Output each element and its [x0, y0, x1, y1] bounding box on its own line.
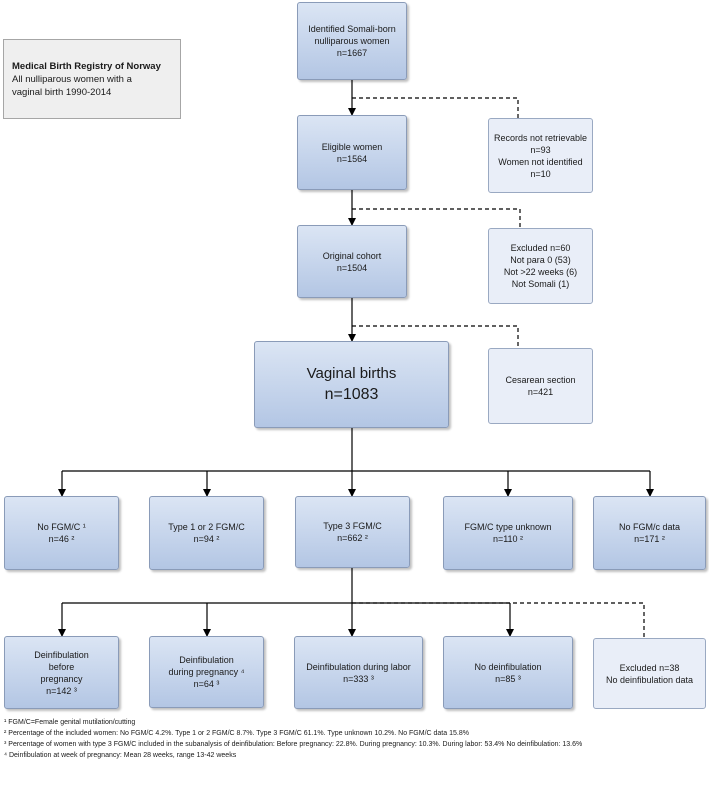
- node-cesarean: Cesarean section n=421: [488, 348, 593, 424]
- node-text: n=142 ³: [46, 685, 77, 696]
- node-text: Not para 0 (53): [510, 255, 571, 265]
- node-text: Excluded n=60: [510, 243, 571, 253]
- node-text: Excluded n=38: [619, 662, 680, 673]
- node-text: n=46 ²: [48, 534, 75, 544]
- node-during: Deinfibulation during pregnancy ⁴ n=64 ³: [149, 636, 264, 708]
- node-text: n=93: [530, 144, 551, 155]
- node-text: n=64 ³: [193, 679, 220, 689]
- registry-line: All nulliparous women with a: [12, 74, 132, 85]
- node-text: Type 3 FGM/C: [323, 521, 382, 531]
- node-text: Identified Somali-born: [308, 24, 396, 34]
- node-text: pregnancy: [40, 673, 83, 684]
- node-text: No deinfibulation data: [605, 674, 694, 685]
- node-unknown: FGM/C type unknown n=110 ²: [443, 496, 573, 570]
- node-identified: Identified Somali-born nulliparous women…: [297, 2, 407, 80]
- footnotes: ¹ FGM/C=Female genital mutilation/cuttin…: [4, 717, 704, 761]
- node-text: Not >22 weeks (6): [503, 267, 578, 277]
- node-labor: Deinfibulation during labor n=333 ³: [294, 636, 423, 709]
- node-records: Records not retrievable n=93 Women not i…: [488, 118, 593, 193]
- dash-to-excluded1: [352, 208, 521, 228]
- node-text: n=1564: [336, 153, 368, 164]
- footnote: ¹ FGM/C=Female genital mutilation/cuttin…: [4, 719, 136, 726]
- node-text: n=171 ²: [634, 534, 665, 544]
- node-count: n=1083: [324, 385, 379, 403]
- footnote: ⁴ Deinfibulation at week of pregnancy: M…: [4, 752, 237, 759]
- node-text: Type 1 or 2 FGM/C: [168, 522, 245, 532]
- node-text: during pregnancy ⁴: [168, 667, 245, 677]
- node-text: n=85 ³: [495, 673, 521, 684]
- node-text: n=1504: [336, 262, 368, 273]
- node-text: n=421: [527, 387, 554, 397]
- node-excluded2: Excluded n=38 No deinfibulation data: [593, 638, 706, 709]
- node-vaginal: Vaginal births n=1083: [254, 341, 449, 428]
- node-text: No deinfibulation: [474, 661, 542, 672]
- node-text: n=333 ³: [343, 673, 374, 684]
- node-text: n=662 ²: [337, 533, 368, 543]
- node-type12: Type 1 or 2 FGM/C n=94 ²: [149, 496, 264, 570]
- node-text: Deinfibulation: [34, 649, 89, 660]
- node-text: Deinfibulation: [179, 655, 234, 665]
- node-nodata: No FGM/c data n=171 ²: [593, 496, 706, 570]
- node-before: Deinfibulation before pregnancy n=142 ³: [4, 636, 119, 709]
- registry-box: Medical Birth Registry of Norway All nul…: [3, 39, 181, 119]
- node-original: Original cohort n=1504: [297, 225, 407, 298]
- registry-line: vaginal birth 1990-2014: [12, 87, 112, 98]
- node-nodeinf: No deinfibulation n=85 ³: [443, 636, 573, 709]
- node-text: Eligible women: [321, 141, 383, 152]
- node-text: before: [48, 661, 75, 672]
- node-text: Records not retrievable: [493, 132, 588, 143]
- node-nofgm: No FGM/C ¹ n=46 ²: [4, 496, 119, 570]
- node-excluded1: Excluded n=60 Not para 0 (53) Not >22 we…: [488, 228, 593, 304]
- node-text: n=1667: [336, 48, 368, 58]
- node-text: No FGM/C ¹: [37, 522, 86, 532]
- footnote: ² Percentage of the included women: No F…: [4, 730, 469, 737]
- node-text: Women not identified n=10: [498, 156, 583, 179]
- node-eligible: Eligible women n=1564: [297, 115, 407, 190]
- node-type3: Type 3 FGM/C n=662 ²: [295, 496, 410, 568]
- node-text: Not Somali (1): [511, 279, 570, 289]
- registry-title: Medical Birth Registry of Norway: [12, 61, 161, 72]
- node-text: nulliparous women: [314, 36, 390, 46]
- node-text: n=94 ²: [193, 534, 220, 544]
- node-text: Deinfibulation during labor: [306, 661, 411, 672]
- node-title: Vaginal births: [306, 364, 397, 382]
- node-text: FGM/C type unknown: [464, 522, 552, 532]
- dash-to-excluded2: [352, 602, 645, 638]
- footnote: ³ Percentage of women with type 3 FGM/C …: [4, 741, 583, 748]
- node-text: No FGM/c data: [618, 522, 681, 532]
- node-text: Cesarean section: [505, 375, 576, 385]
- node-text: n=110 ²: [492, 534, 524, 544]
- node-text: Original cohort: [322, 250, 382, 261]
